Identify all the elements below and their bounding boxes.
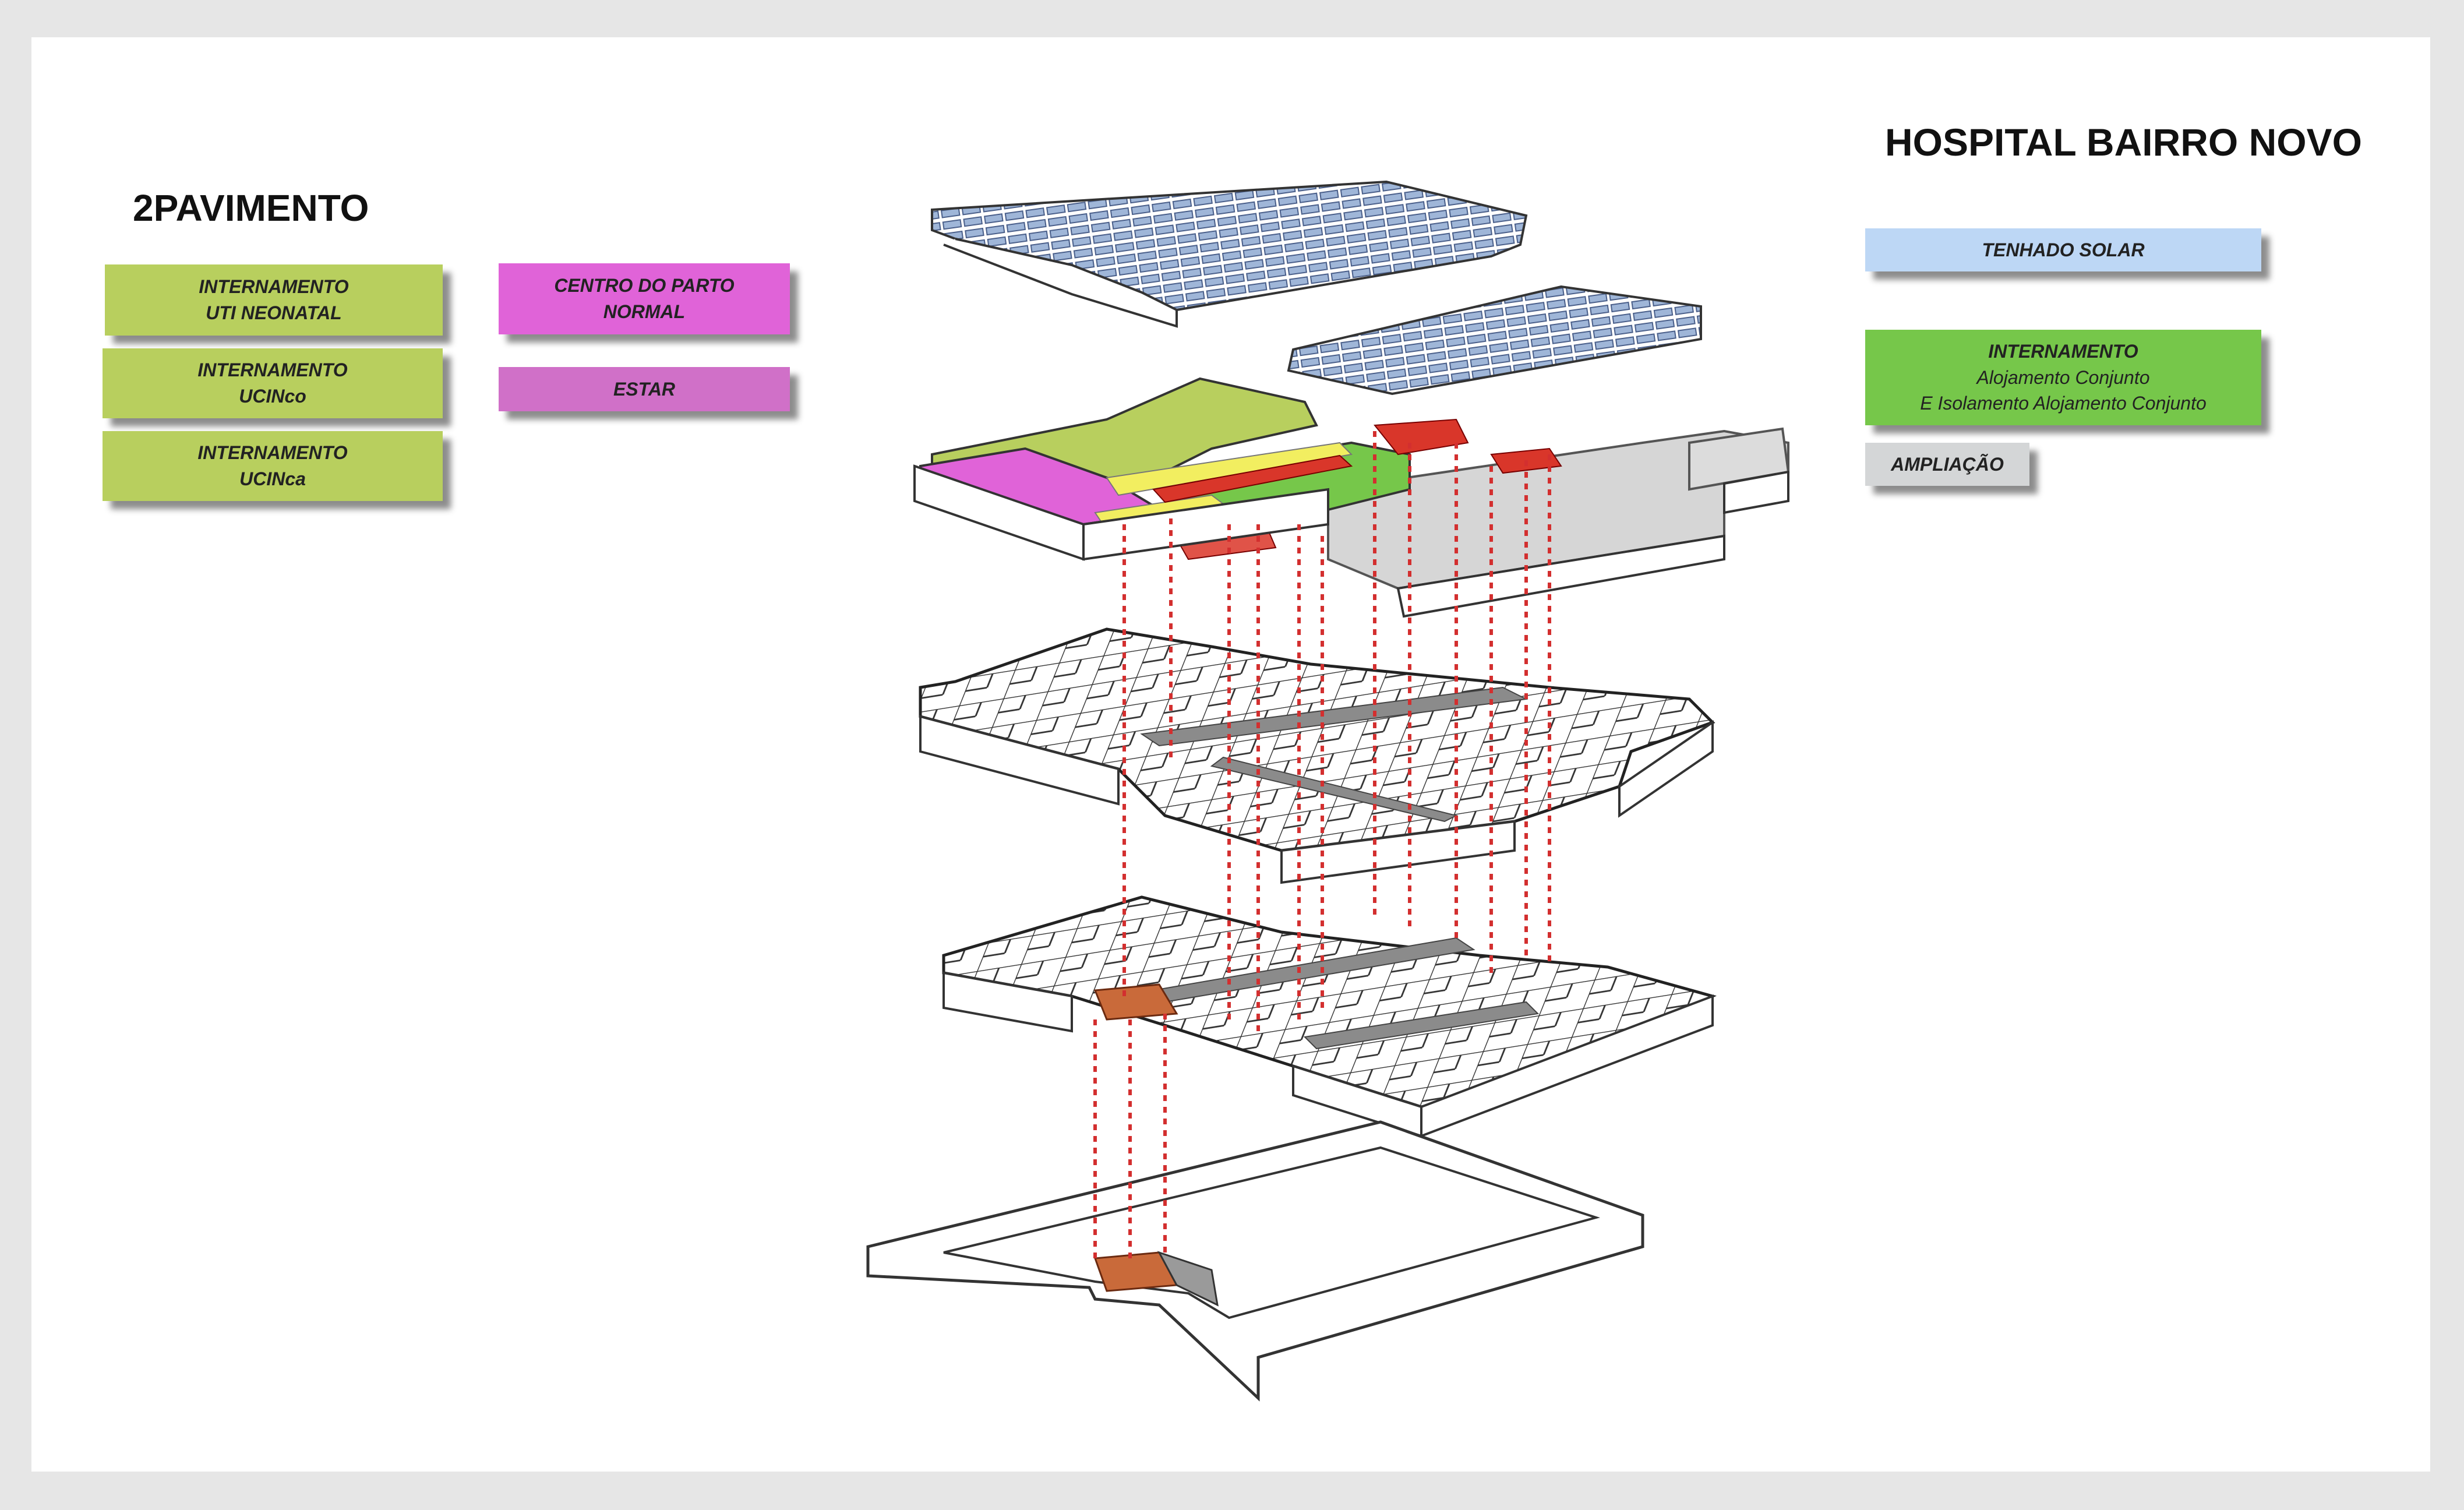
legend-alojamento-line1: INTERNAMENTO [1988,340,2138,362]
legend-ucinco-line1: INTERNAMENTO [197,359,348,381]
ground-floor-corridor-2 [1303,1001,1540,1050]
vertical-alignment-lines [1093,431,1551,1264]
legend-alojamento-line3: E Isolamento Alojamento Conjunto [1920,393,2207,414]
ampliacao-side [1396,534,1725,618]
legend-telhado-solar: TENHADO SOLAR [1865,228,2261,271]
ampliacao-wing-side [1723,470,1789,514]
legend-ucinca-line1: INTERNAMENTO [197,442,348,464]
legend-alojamento-line2: Alojamento Conjunto [1976,366,2150,388]
basement-core-gray [1157,1251,1219,1307]
roof-level [931,180,1702,396]
first-floor-slab-right [1618,720,1714,818]
roof-outline-path [943,238,1178,328]
legend-ucinca: INTERNAMENTO UCINca [103,431,443,501]
legend-centro-parto-line1: CENTRO DO PARTO [554,275,735,297]
ground-floor-slab-right [1420,994,1714,1138]
first-floor-level [919,627,1715,884]
legend-ucinca-line2: UCINca [239,468,306,489]
legend-ampliacao: AMPLIAÇÃO [1865,443,2029,486]
legend-centro-parto-line2: NORMAL [603,301,686,322]
red-circulation-core-2 [1374,418,1469,456]
roof-solar-block-1 [931,180,1528,312]
ground-floor-level [942,895,1717,1138]
legend-ucinco: INTERNAMENTO UCINco [103,348,443,418]
first-floor-slab-left [919,715,1120,806]
floor-title: 2PAVIMENTO [133,187,369,229]
roof-solar-block-2 [1287,285,1702,396]
basement-level [866,1120,1644,1402]
yellow-corridor [1106,442,1353,496]
legend-uti-neonatal: INTERNAMENTO UTI NEONATAL [105,264,443,336]
first-floor-slab-front [1280,820,1516,884]
second-floor-level [913,377,1790,618]
legend-centro-parto-normal: CENTRO DO PARTO NORMAL [499,263,790,334]
ground-floor-slab-left [942,971,1073,1033]
first-floor-plan [919,627,1715,852]
hospital-title: HOSPITAL BAIRRO NOVO [1885,121,2362,164]
ground-floor-vertical-core [1093,983,1178,1021]
first-floor-corridor-2 [1210,756,1458,823]
legend-uti-neonatal-line1: INTERNAMENTO [199,276,349,298]
legend-estar-line1: ESTAR [613,378,676,400]
legend-alojamento-conjunto: INTERNAMENTO Alojamento Conjunto E Isola… [1865,330,2261,425]
legend-ucinco-line2: UCINco [239,386,306,407]
legend-uti-neonatal-line2: UTI NEONATAL [206,302,342,323]
second-floor-slab-front [1082,488,1329,561]
legend-estar: ESTAR [499,367,790,411]
red-circulation-main [1152,454,1353,503]
legend-ampliacao-line1: AMPLIAÇÃO [1891,453,2004,475]
legend-telhado-solar-line1: TENHADO SOLAR [1982,239,2145,260]
